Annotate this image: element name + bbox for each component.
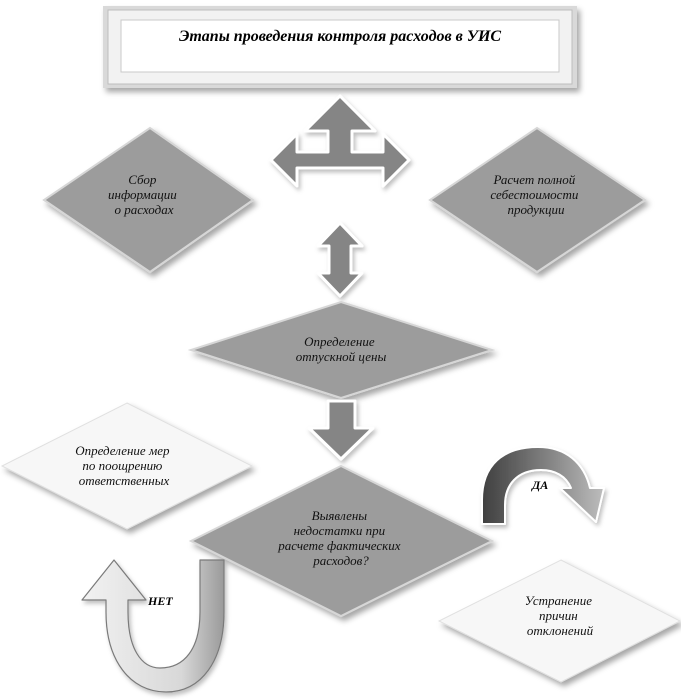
reward-line-1: Определение мер	[75, 443, 170, 458]
no-label: НЕТ	[147, 594, 173, 608]
reward-line-3: ответственных	[79, 473, 170, 488]
collect-line-3: о расходах	[115, 202, 174, 217]
check-line-3: расчете фактических	[277, 538, 400, 553]
collect-line-1: Сбор	[128, 172, 157, 187]
svg-text:Определение отпускной це: Определение отпускной цены	[296, 334, 387, 364]
cost-line-1: Расчет полной	[492, 172, 575, 187]
check-line-4: расходов?	[312, 553, 369, 568]
svg-text:Определение мер по поощр: Определение мер по поощрению ответственн…	[75, 443, 173, 488]
reward-line-2: по поощрению	[82, 458, 162, 473]
cost-line-2: себестоимости	[490, 187, 578, 202]
price-line-2: отпускной цены	[296, 349, 387, 364]
price-line-1: Определение	[304, 334, 375, 349]
node-cost-calculation: Расчет полной себестоимости продукции	[428, 126, 647, 274]
down-arrow-icon	[307, 399, 375, 461]
node-selling-price: Определение отпускной цены	[187, 300, 496, 400]
fix-line-3: отклонений	[527, 623, 594, 638]
title-box: Этапы проведения контроля расходов в УИС	[103, 6, 577, 88]
svg-text:Устранение причин: Устранение причин отклонений	[525, 593, 595, 638]
yes-curved-arrow-icon	[481, 446, 605, 525]
no-curved-arrow-icon	[81, 559, 225, 693]
svg-text:Выявлены недостатки при: Выявлены недостатки при расчете фактичес…	[277, 508, 404, 568]
yes-label: ДА	[531, 478, 548, 492]
check-line-2: недостатки при	[294, 523, 386, 538]
fix-line-1: Устранение	[525, 593, 592, 608]
node-collect-info: Сбор информации о расходах	[42, 126, 255, 274]
cost-line-3: продукции	[507, 202, 565, 217]
node-reward-measures: Определение мер по поощрению ответственн…	[0, 402, 254, 530]
node-fix-deviations: Устранение причин отклонений	[437, 559, 681, 683]
fix-line-2: причин	[539, 608, 578, 623]
split-arrow-icon	[269, 94, 411, 188]
double-arrow-icon	[316, 221, 364, 298]
svg-text:Расчет полной себестоимо: Расчет полной себестоимости продукции	[490, 172, 581, 217]
node-deficiency-check: Выявлены недостатки при расчете фактичес…	[188, 464, 495, 618]
title-text: Этапы проведения контроля расходов в УИС	[179, 28, 501, 45]
collect-line-2: информации	[108, 187, 177, 202]
check-line-1: Выявлены	[312, 508, 368, 523]
svg-text:Сбор информации о: Сбор информации о расходах	[108, 172, 180, 217]
